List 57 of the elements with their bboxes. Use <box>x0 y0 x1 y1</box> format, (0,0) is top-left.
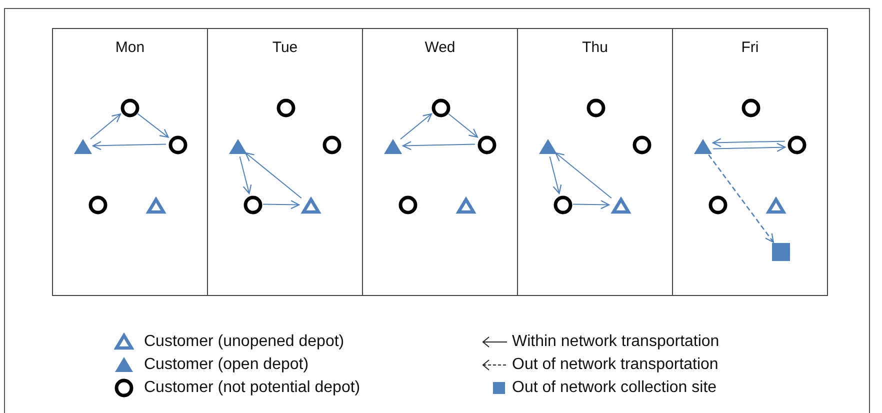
day-panel <box>672 28 828 296</box>
day-label: Wed <box>424 39 456 56</box>
arrow <box>245 152 302 199</box>
legend-text: Customer (open depot) <box>144 355 309 375</box>
arrow <box>262 200 300 210</box>
triangle-outline-marker <box>146 196 166 216</box>
circle-marker <box>553 195 573 215</box>
arrow <box>400 113 432 140</box>
day-label: Mon <box>114 39 146 56</box>
arrow <box>712 138 786 148</box>
arrow <box>402 141 476 150</box>
triangle-outline-marker <box>301 196 321 216</box>
circle-marker <box>276 98 296 118</box>
triangle-marker <box>73 137 93 157</box>
arrow <box>712 142 786 152</box>
circle-marker <box>708 195 728 215</box>
arrow <box>239 156 252 194</box>
legend-text: Within network transportation <box>512 332 720 352</box>
triangle-marker <box>383 137 403 157</box>
circle-marker <box>88 195 108 215</box>
arrow <box>549 156 562 194</box>
day-panel <box>517 28 673 296</box>
circle-marker <box>120 98 140 118</box>
day-panel <box>362 28 518 296</box>
arrow <box>555 152 612 199</box>
triangle-marker <box>693 137 713 157</box>
legend-text: Out of network transportation <box>512 355 718 375</box>
dashed-arrow <box>708 154 774 243</box>
day-label: Fri <box>740 39 760 56</box>
circle-marker <box>632 135 652 155</box>
triangle-marker <box>228 137 248 157</box>
day-panel <box>207 28 363 296</box>
arrow <box>572 200 610 210</box>
arrow <box>137 113 169 138</box>
circle-marker <box>787 135 807 155</box>
triangle-outline-marker <box>766 196 786 216</box>
day-label: Tue <box>271 39 299 56</box>
legend-text: Customer (not potential depot) <box>144 378 360 398</box>
day-label: Thu <box>581 39 609 56</box>
circle-marker <box>398 195 418 215</box>
circle-marker <box>477 135 497 155</box>
arrow <box>448 113 478 138</box>
circle-marker <box>586 98 606 118</box>
circle-marker <box>168 135 188 155</box>
arrow <box>92 141 166 150</box>
arrow <box>90 113 122 140</box>
triangle-outline-marker <box>456 196 476 216</box>
day-panel <box>52 28 208 296</box>
circle-marker <box>741 98 761 118</box>
circle-marker <box>243 195 263 215</box>
circle-marker <box>431 98 451 118</box>
triangle-marker <box>538 137 558 157</box>
square-marker <box>771 242 791 262</box>
triangle-outline-marker <box>611 196 631 216</box>
circle-marker <box>322 135 342 155</box>
legend-text: Customer (unopened depot) <box>144 332 344 352</box>
legend-text: Out of network collection site <box>512 378 717 398</box>
